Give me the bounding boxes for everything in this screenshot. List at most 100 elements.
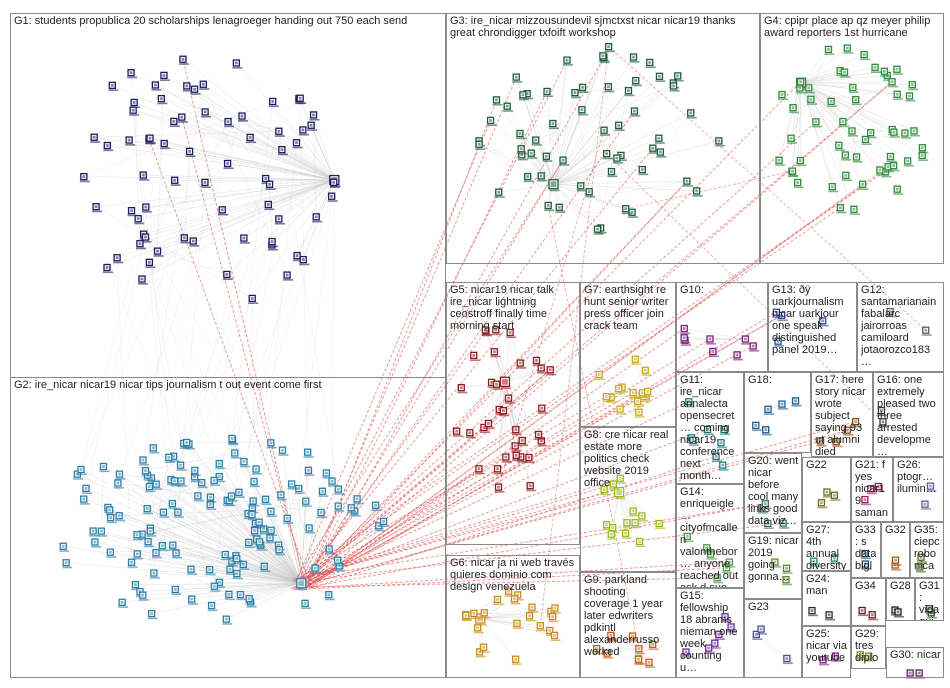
graph-node-avatar xyxy=(627,89,630,93)
graph-node-avatar xyxy=(719,441,723,445)
graph-node-avatar xyxy=(553,606,557,610)
graph-node-label-bar xyxy=(616,413,627,415)
graph-node-avatar xyxy=(889,155,892,158)
edge-intra xyxy=(281,149,335,181)
graph-node-label-bar xyxy=(861,568,872,570)
graph-node-label-bar xyxy=(500,387,511,389)
graph-node-avatar xyxy=(880,409,883,412)
edge-inter xyxy=(305,180,688,590)
edge-intra xyxy=(800,82,871,133)
graph-node-avatar xyxy=(844,173,848,177)
graph-node-avatar xyxy=(799,80,803,84)
graph-node-avatar xyxy=(833,556,836,560)
graph-node-avatar xyxy=(723,615,727,619)
graph-node-avatar xyxy=(185,84,189,88)
graph-node-label-bar xyxy=(329,186,340,188)
edge-intra xyxy=(801,81,893,83)
edge-intra xyxy=(194,470,302,584)
graph-node-avatar xyxy=(597,373,601,376)
graph-node-avatar xyxy=(550,181,557,188)
graph-node-avatar xyxy=(226,120,230,123)
graph-node-avatar xyxy=(773,560,777,564)
graph-node-avatar xyxy=(707,646,711,650)
edge-inter xyxy=(310,311,777,588)
graph-node-label-bar xyxy=(168,507,179,510)
graph-node-label-bar xyxy=(516,367,527,369)
graph-node-label-bar xyxy=(187,603,198,605)
graph-node-avatar xyxy=(729,625,733,629)
edge-inter xyxy=(307,567,727,590)
graph-node-label-bar xyxy=(517,152,528,155)
graph-node-avatar xyxy=(84,486,88,490)
graph-node-label-bar xyxy=(838,125,849,128)
edge-intra xyxy=(136,513,249,536)
graph-node-label-bar xyxy=(851,425,862,428)
graph-node-label-bar xyxy=(524,461,535,464)
graph-node-label-bar xyxy=(62,566,73,569)
graph-node-avatar xyxy=(605,523,608,527)
graph-node-avatar xyxy=(606,85,610,89)
graph-node-avatar xyxy=(869,131,873,135)
graph-node-label-bar xyxy=(880,75,891,77)
edge-intra xyxy=(553,82,674,185)
graph-node-label-bar xyxy=(714,638,725,640)
edge-intra xyxy=(801,54,865,83)
graph-node-label-bar xyxy=(139,179,150,181)
graph-node-avatar xyxy=(518,361,522,365)
graph-node-label-bar xyxy=(680,332,691,335)
edge-inter xyxy=(231,196,332,497)
graph-node-label-bar xyxy=(683,540,694,542)
graph-node-avatar xyxy=(894,558,897,562)
graph-node-avatar xyxy=(162,73,166,77)
graph-node-avatar xyxy=(487,422,490,425)
graph-node-label-bar xyxy=(221,558,232,561)
graph-node-label-bar xyxy=(324,598,335,601)
graph-node-label-bar xyxy=(704,652,715,654)
graph-node-avatar xyxy=(105,266,109,269)
graph-node-label-bar xyxy=(138,463,149,466)
graph-node-label-bar xyxy=(511,433,522,436)
graph-node-avatar xyxy=(217,475,221,478)
edge-intra xyxy=(607,652,639,660)
graph-node-avatar xyxy=(685,179,689,183)
graph-node-avatar xyxy=(632,55,635,59)
graph-node-label-bar xyxy=(115,519,126,522)
graph-node-avatar xyxy=(548,629,552,632)
graph-node-avatar xyxy=(476,626,480,630)
edge-intra xyxy=(153,572,302,584)
graph-node-avatar xyxy=(102,465,105,468)
graph-node-label-bar xyxy=(298,133,309,136)
graph-node-label-bar xyxy=(106,556,117,558)
graph-node-avatar xyxy=(657,522,661,525)
graph-node-avatar xyxy=(159,97,163,101)
graph-node-label-bar xyxy=(808,614,819,617)
graph-node-avatar xyxy=(295,254,299,258)
edge-intra xyxy=(504,381,507,458)
edge-intra xyxy=(778,82,802,161)
edge-intra xyxy=(63,546,302,584)
graph-node-avatar xyxy=(812,559,816,563)
edge-intra xyxy=(781,315,823,322)
graph-node-label-bar xyxy=(374,529,385,532)
graph-node-avatar xyxy=(530,605,534,609)
graph-node-avatar xyxy=(135,552,139,556)
graph-node-label-bar xyxy=(205,573,216,576)
graph-node-label-bar xyxy=(757,633,768,635)
graph-node-label-bar xyxy=(475,148,486,150)
graph-node-avatar xyxy=(908,94,911,98)
graph-node-label-bar xyxy=(779,527,790,529)
graph-node-avatar xyxy=(717,632,721,636)
edge-intra xyxy=(801,82,923,148)
graph-node-label-bar xyxy=(819,663,830,666)
graph-node-label-bar xyxy=(787,142,798,144)
edge-intra xyxy=(553,86,609,185)
edge-intra xyxy=(122,583,302,603)
graph-node-label-bar xyxy=(206,501,217,503)
graph-node-avatar xyxy=(886,165,890,169)
edge-inter xyxy=(142,84,204,461)
edge-intra xyxy=(214,583,302,587)
graph-node-avatar xyxy=(257,520,261,524)
graph-node-label-bar xyxy=(457,391,468,394)
edge-inter xyxy=(302,440,821,586)
graph-node-avatar xyxy=(173,479,177,483)
